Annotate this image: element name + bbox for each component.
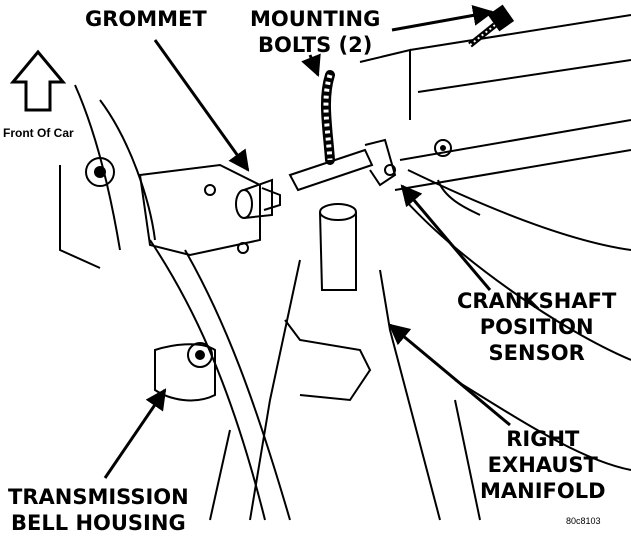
leader-arrows [103,5,511,479]
small-bolt-1-icon [204,184,216,196]
bolt-head-left-icon [85,157,115,187]
mounting-bolt-leader-top [391,5,495,32]
bolt-head-lower-icon [187,342,213,368]
bolt-center-right-icon [440,145,446,151]
figure-code: 80c8103 [566,516,601,526]
crankshaft-sensor-part [288,70,397,192]
exhaust-manifold-label: RIGHT EXHAUST MANIFOLD [480,427,606,503]
crankshaft-sensor-leader [400,184,492,291]
small-bolt-2-icon [237,242,249,254]
grommet-leader [153,39,250,172]
mounting-bolt-leader-bottom [301,53,321,77]
grommet-label: GROMMET [85,7,207,31]
front-arrow-icon [9,49,67,112]
bell-housing-label: TRANSMISSION BELL HOUSING [8,485,189,535]
crankshaft-sensor-label: CRANKSHAFT POSITION SENSOR [457,289,617,365]
bell-housing-leader [103,388,167,479]
mounting-bolt-icon [468,4,515,48]
grommet-part [235,178,281,219]
bolt-head-right-icon [434,139,452,157]
exhaust-manifold-leader [388,323,511,427]
bolt-center-lower-icon [195,350,205,360]
engine-block-outline [59,14,631,471]
transmission-bell-housing [99,99,291,521]
front-of-car-label: Front Of Car [3,126,74,140]
mounting-bolts-label: MOUNTING BOLTS (2) [250,7,381,57]
exhaust-manifold-part [209,203,481,521]
bolt-center-left-icon [94,166,106,178]
